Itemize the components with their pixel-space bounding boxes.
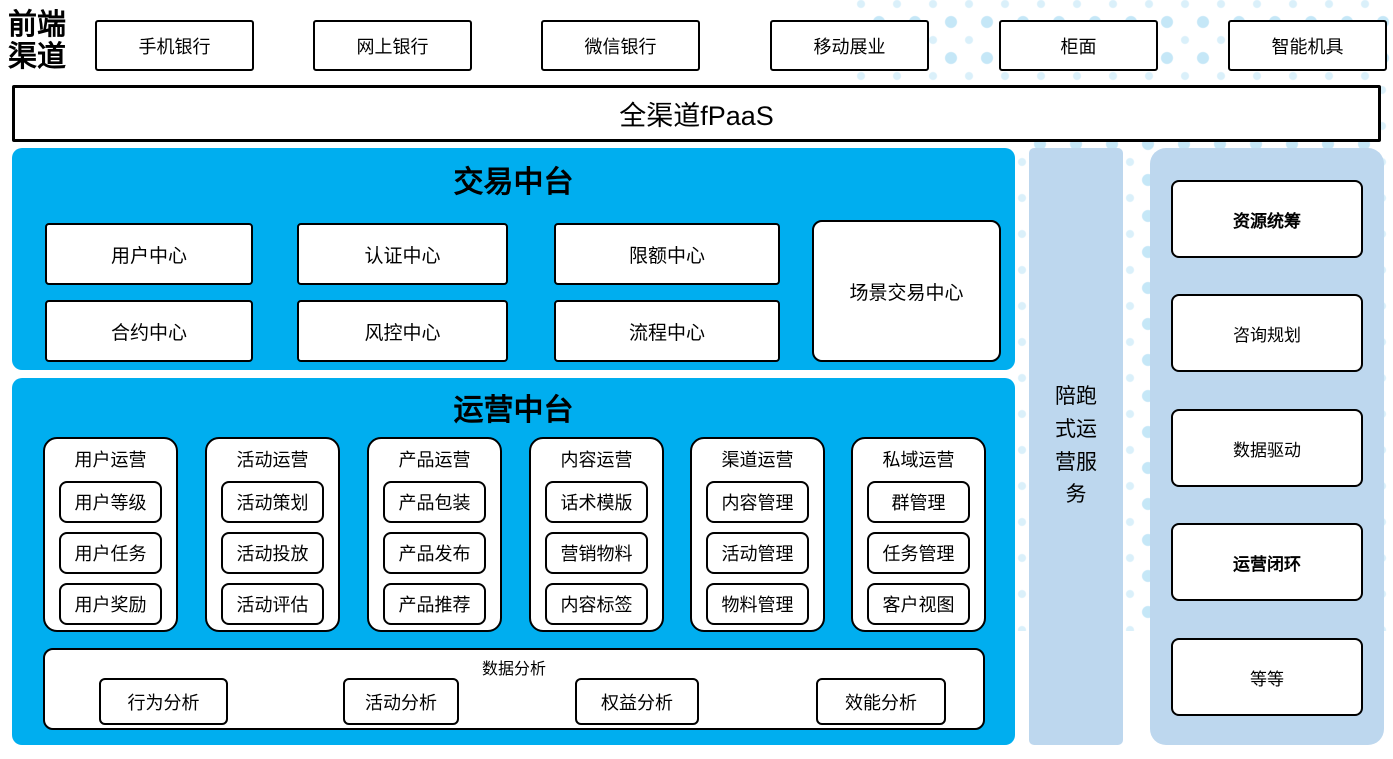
ops-column-product: 产品运营 产品包装 产品发布 产品推荐 xyxy=(367,437,502,632)
ops-item: 营销物料 xyxy=(545,532,648,574)
ops-item: 用户任务 xyxy=(59,532,162,574)
ops-column-private-domain: 私域运营 群管理 任务管理 客户视图 xyxy=(851,437,986,632)
ops-column-header: 渠道运营 xyxy=(721,450,794,470)
da-item-benefit: 权益分析 xyxy=(575,678,699,725)
companion-service-label: 陪跑式运营服务 xyxy=(1055,385,1097,507)
services-panel: 资源统筹 咨询规划 数据驱动 运营闭环 等等 xyxy=(1150,148,1384,745)
channel-box-online-banking: 网上银行 xyxy=(313,20,472,71)
channel-box-counter: 柜面 xyxy=(999,20,1158,71)
ops-column-header: 内容运营 xyxy=(560,450,633,470)
da-item-activity: 活动分析 xyxy=(343,678,459,725)
da-item-efficiency: 效能分析 xyxy=(816,678,946,725)
ops-column-user: 用户运营 用户等级 用户任务 用户奖励 xyxy=(43,437,178,632)
box-limit-center: 限额中心 xyxy=(554,223,780,285)
fpaas-bar: 全渠道fPaaS xyxy=(12,85,1381,142)
ops-item: 产品包装 xyxy=(383,481,486,523)
ops-item: 产品推荐 xyxy=(383,583,486,625)
box-user-center: 用户中心 xyxy=(45,223,253,285)
service-box-data-driven: 数据驱动 xyxy=(1171,409,1363,487)
trading-platform-title: 交易中台 xyxy=(453,166,574,199)
ops-item: 活动投放 xyxy=(221,532,324,574)
ops-item: 任务管理 xyxy=(867,532,970,574)
ops-item: 活动评估 xyxy=(221,583,324,625)
channel-box-wechat-banking: 微信银行 xyxy=(541,20,700,71)
ops-column-content: 内容运营 话术模版 营销物料 内容标签 xyxy=(529,437,664,632)
data-analysis-title: 数据分析 xyxy=(481,661,546,678)
box-process-center: 流程中心 xyxy=(554,300,780,362)
box-contract-center: 合约中心 xyxy=(45,300,253,362)
companion-service-column: 陪跑式运营服务 xyxy=(1029,148,1123,745)
operations-platform-panel: 运营中台 用户运营 用户等级 用户任务 用户奖励 活动运营 活动策划 活动投放 … xyxy=(12,378,1015,745)
channel-box-smart-machines: 智能机具 xyxy=(1228,20,1387,71)
data-analysis-box: 数据分析 行为分析 活动分析 权益分析 效能分析 xyxy=(43,648,985,730)
channel-box-mobile-sales: 移动展业 xyxy=(770,20,929,71)
ops-item: 话术模版 xyxy=(545,481,648,523)
ops-item: 内容管理 xyxy=(706,481,809,523)
operations-platform-title: 运营中台 xyxy=(453,394,574,427)
ops-item: 物料管理 xyxy=(706,583,809,625)
ops-item: 内容标签 xyxy=(545,583,648,625)
service-box-resource-planning: 资源统筹 xyxy=(1171,180,1363,258)
ops-item: 用户奖励 xyxy=(59,583,162,625)
ops-column-header: 活动运营 xyxy=(236,450,309,470)
box-scene-trading-center: 场景交易中心 xyxy=(812,220,1001,362)
ops-item: 活动策划 xyxy=(221,481,324,523)
service-box-ops-closed-loop: 运营闭环 xyxy=(1171,523,1363,601)
da-item-behavior: 行为分析 xyxy=(99,678,228,725)
front-channels-label: 前端渠道 xyxy=(8,9,67,74)
ops-item: 用户等级 xyxy=(59,481,162,523)
ops-column-activity: 活动运营 活动策划 活动投放 活动评估 xyxy=(205,437,340,632)
ops-item: 活动管理 xyxy=(706,532,809,574)
service-box-consulting-planning: 咨询规划 xyxy=(1171,294,1363,372)
trading-platform-panel: 交易中台 用户中心 认证中心 限额中心 合约中心 风控中心 流程中心 场景交易中… xyxy=(12,148,1015,370)
ops-column-header: 私域运营 xyxy=(882,450,955,470)
ops-column-channel: 渠道运营 内容管理 活动管理 物料管理 xyxy=(690,437,825,632)
ops-item: 群管理 xyxy=(867,481,970,523)
channel-box-mobile-banking: 手机银行 xyxy=(95,20,254,71)
ops-item: 客户视图 xyxy=(867,583,970,625)
ops-item: 产品发布 xyxy=(383,532,486,574)
ops-column-header: 产品运营 xyxy=(398,450,471,470)
box-risk-center: 风控中心 xyxy=(297,300,508,362)
service-box-etc: 等等 xyxy=(1171,638,1363,716)
ops-column-header: 用户运营 xyxy=(74,450,147,470)
box-auth-center: 认证中心 xyxy=(297,223,508,285)
